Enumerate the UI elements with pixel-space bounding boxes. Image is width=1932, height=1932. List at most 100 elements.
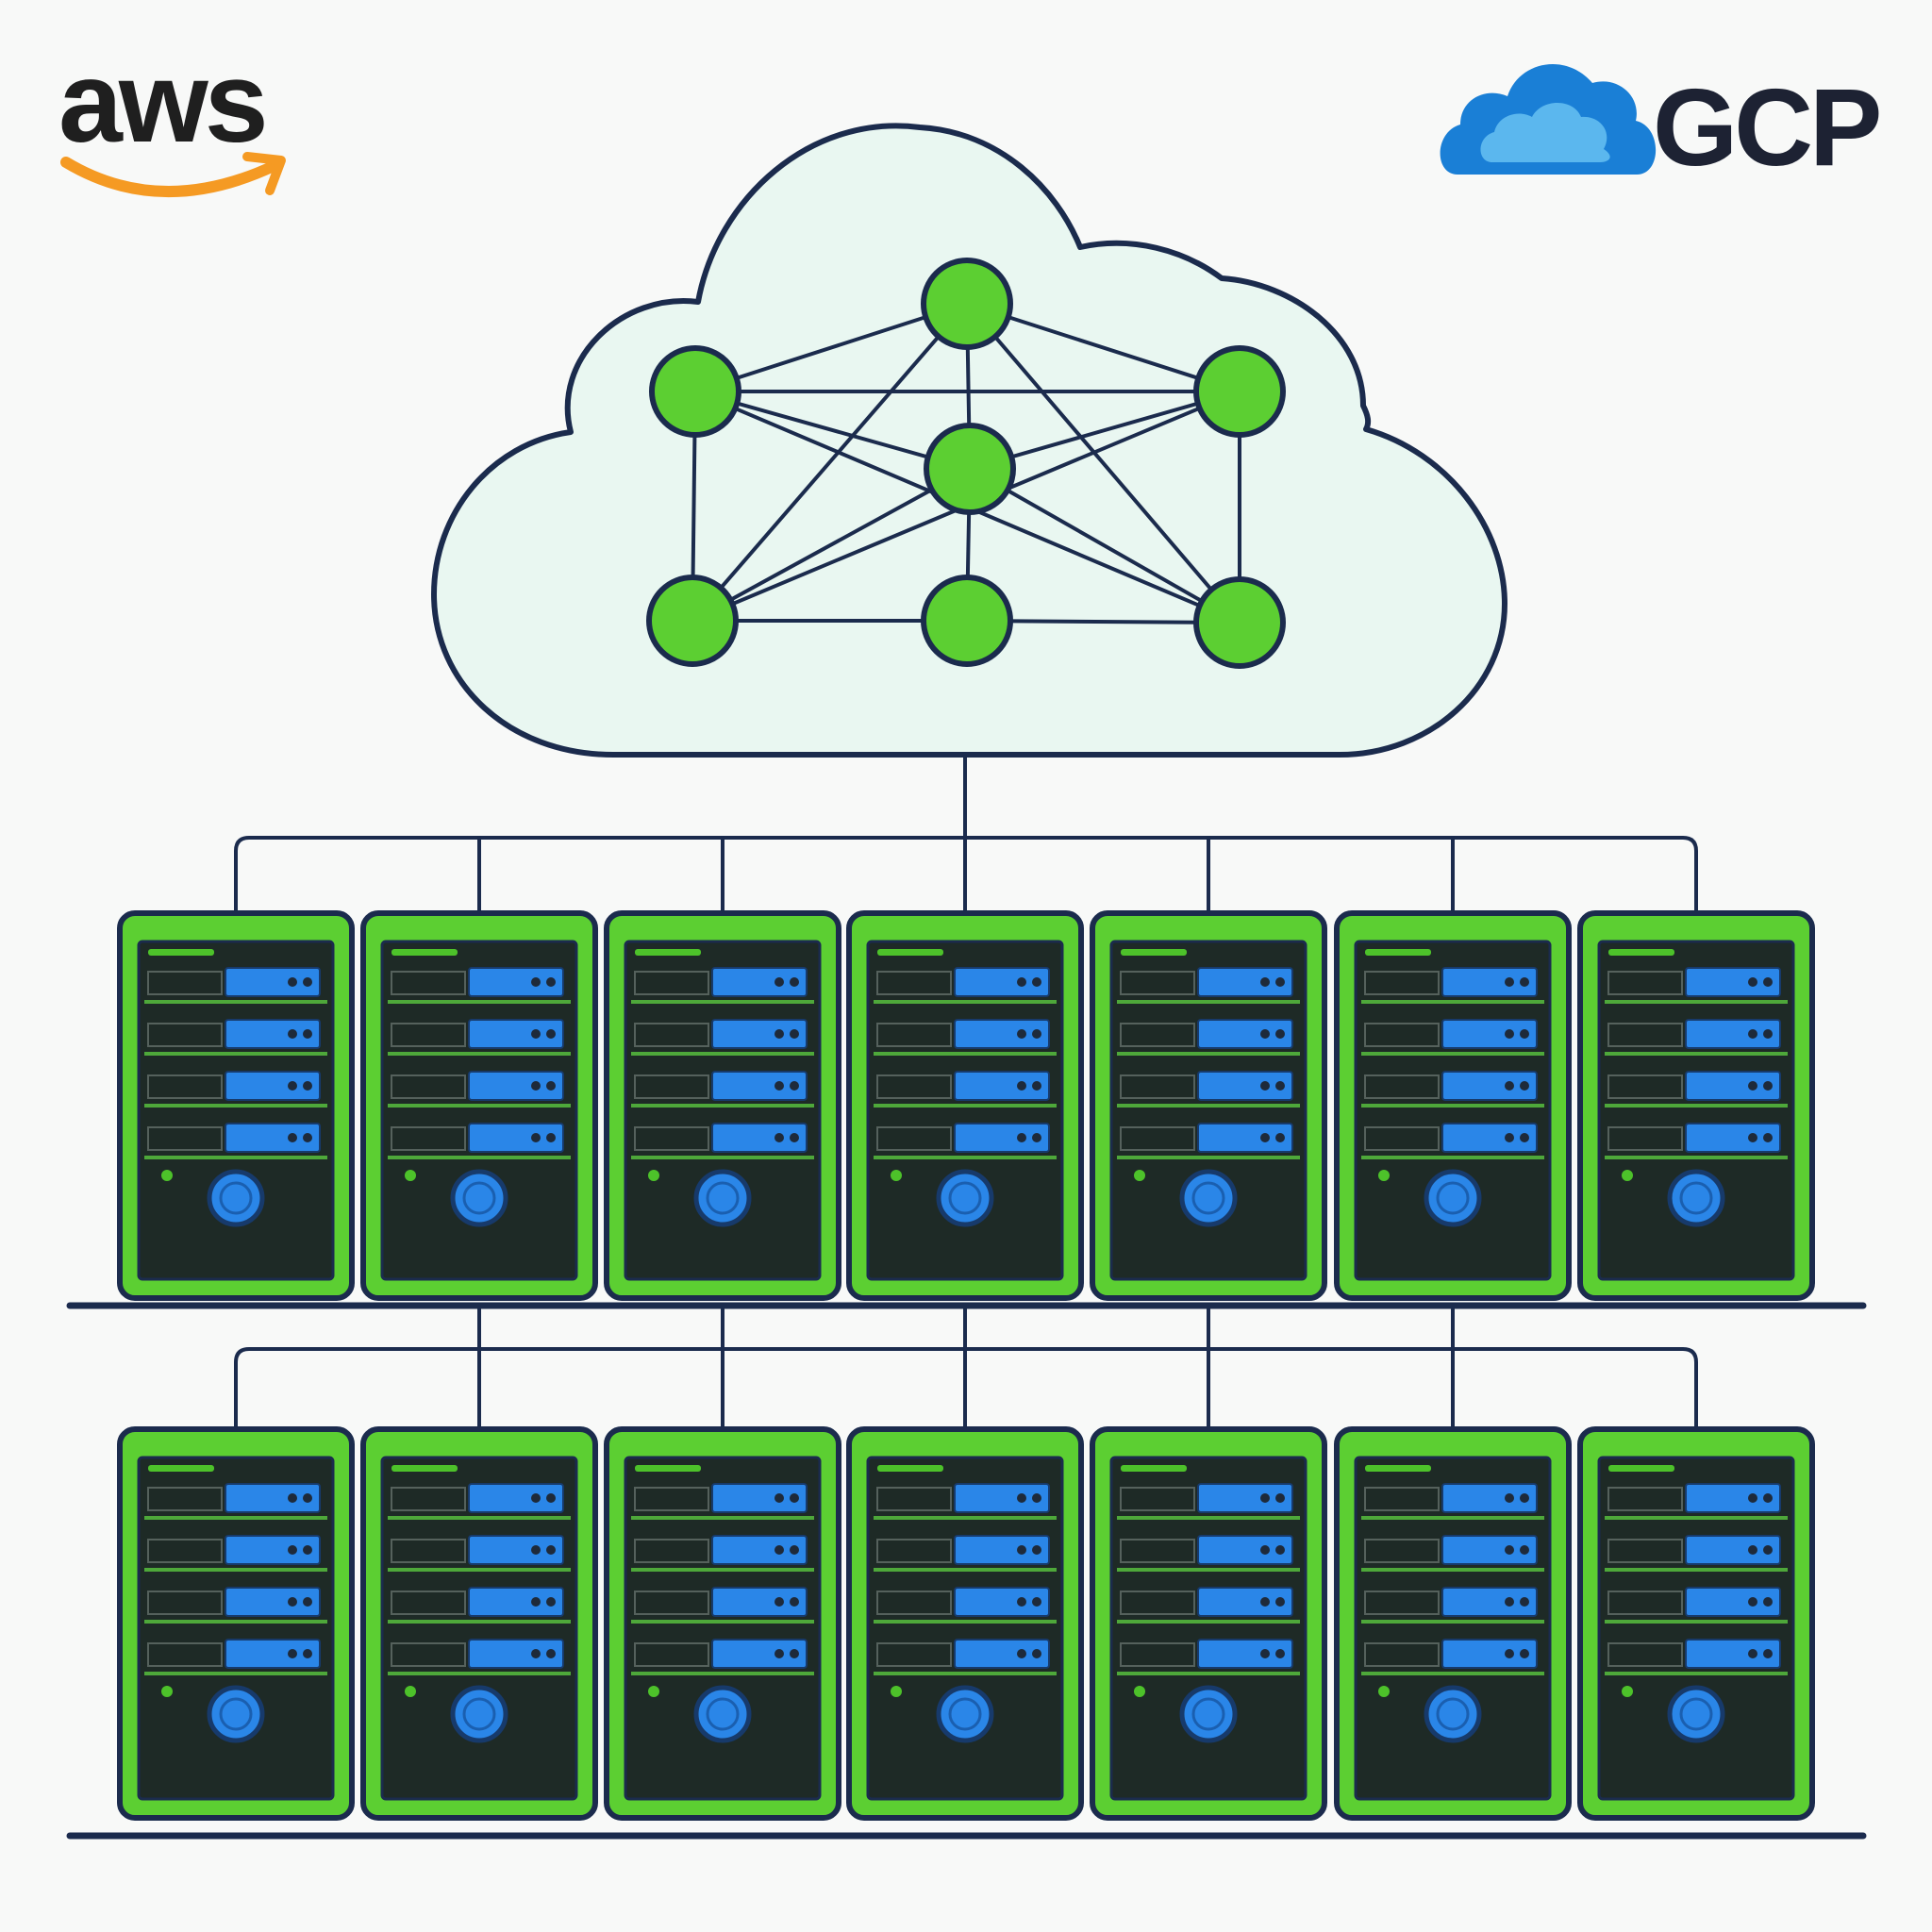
drive-bay	[1364, 1023, 1440, 1047]
drive-led	[1763, 1597, 1773, 1607]
drive-led	[1017, 1545, 1026, 1555]
power-led	[891, 1170, 902, 1181]
drive-icon	[1441, 1639, 1538, 1669]
drive-bay	[1607, 1591, 1683, 1615]
power-led	[648, 1170, 659, 1181]
drive-bay	[876, 1126, 952, 1151]
drive-led	[1505, 977, 1514, 987]
network-node	[921, 575, 1013, 667]
server-unit	[846, 1426, 1084, 1821]
status-light	[877, 949, 943, 956]
drive-led	[1260, 1081, 1270, 1091]
drive-bay	[634, 1023, 709, 1047]
drive-bay	[391, 971, 466, 995]
drive-icon	[1197, 1483, 1293, 1513]
drive-icon	[954, 967, 1050, 997]
drive-led	[1520, 1029, 1529, 1039]
drive-led	[1017, 977, 1026, 987]
drive-bay	[1120, 1591, 1195, 1615]
gcp-cloud-inner-icon	[1480, 103, 1610, 162]
status-light	[391, 1465, 458, 1472]
drive-led	[1017, 1597, 1026, 1607]
drive-led	[1520, 1545, 1529, 1555]
power-button-ring	[1679, 1697, 1713, 1731]
drive-led	[546, 1133, 556, 1142]
drive-led	[790, 1545, 799, 1555]
drive-led	[1748, 1649, 1757, 1658]
power-button-ring	[1679, 1181, 1713, 1215]
drive-bay	[147, 1023, 223, 1047]
status-light	[1365, 949, 1431, 956]
drive-led	[303, 1649, 312, 1658]
server-unit	[117, 910, 355, 1301]
gcp-logo: GCP	[1440, 63, 1883, 189]
ml-cloud	[431, 123, 1507, 758]
drive-led	[531, 977, 541, 987]
drive-bay	[1607, 1023, 1683, 1047]
power-button-ring	[1191, 1181, 1225, 1215]
drive-bay	[634, 1539, 709, 1563]
drive-led	[288, 1597, 297, 1607]
drive-icon	[1685, 1587, 1781, 1617]
status-light	[1121, 949, 1187, 956]
drive-icon	[1685, 967, 1781, 997]
drive-led	[303, 1493, 312, 1503]
drive-icon	[1197, 1639, 1293, 1669]
drive-led	[531, 1649, 541, 1658]
power-button-ring	[462, 1181, 496, 1215]
drive-led	[1260, 977, 1270, 987]
drive-led	[774, 1493, 784, 1503]
drive-bay	[147, 1074, 223, 1099]
drive-icon	[954, 1123, 1050, 1153]
drive-icon	[711, 1587, 808, 1617]
drive-led	[774, 1649, 784, 1658]
drive-led	[1748, 1029, 1757, 1039]
network-node	[649, 345, 741, 438]
drive-icon	[1441, 1123, 1538, 1153]
power-led	[1378, 1686, 1390, 1697]
drive-bay	[876, 1487, 952, 1511]
drive-led	[546, 1649, 556, 1658]
network-edge	[691, 467, 971, 623]
drive-icon	[954, 1639, 1050, 1669]
drive-icon	[225, 1019, 321, 1049]
drive-led	[1763, 1649, 1773, 1658]
drive-bay	[1364, 1126, 1440, 1151]
network-edge	[969, 467, 1241, 625]
drive-icon	[225, 1639, 321, 1669]
aws-logo: aws	[58, 38, 286, 197]
drive-icon	[711, 1483, 808, 1513]
drive-led	[1505, 1597, 1514, 1607]
drive-led	[546, 1597, 556, 1607]
drive-led	[1763, 1133, 1773, 1142]
drive-bay	[1120, 971, 1195, 995]
drive-icon	[1441, 1535, 1538, 1565]
drive-led	[546, 1081, 556, 1091]
server-unit	[604, 910, 841, 1301]
drive-led	[774, 1081, 784, 1091]
power-led	[891, 1686, 902, 1697]
drive-led	[1748, 1545, 1757, 1555]
drive-led	[1260, 1133, 1270, 1142]
drive-led	[790, 1133, 799, 1142]
drive-icon	[225, 1123, 321, 1153]
power-led	[1134, 1170, 1145, 1181]
drive-icon	[1685, 1483, 1781, 1513]
drive-icon	[468, 1071, 564, 1101]
drive-bay	[1120, 1074, 1195, 1099]
network-node	[1193, 345, 1286, 438]
drive-bay	[1120, 1023, 1195, 1047]
drive-icon	[1441, 967, 1538, 997]
status-light	[635, 1465, 701, 1472]
status-light	[635, 949, 701, 956]
drive-bay	[876, 1539, 952, 1563]
drive-icon	[1441, 1483, 1538, 1513]
server-unit	[1577, 910, 1815, 1301]
neural-network-icon	[646, 258, 1286, 669]
power-button-icon	[936, 1685, 994, 1743]
drive-bay	[1364, 1074, 1440, 1099]
network-edge	[691, 302, 969, 623]
drive-led	[1017, 1029, 1026, 1039]
drive-led	[1763, 1081, 1773, 1091]
power-button-icon	[450, 1685, 508, 1743]
